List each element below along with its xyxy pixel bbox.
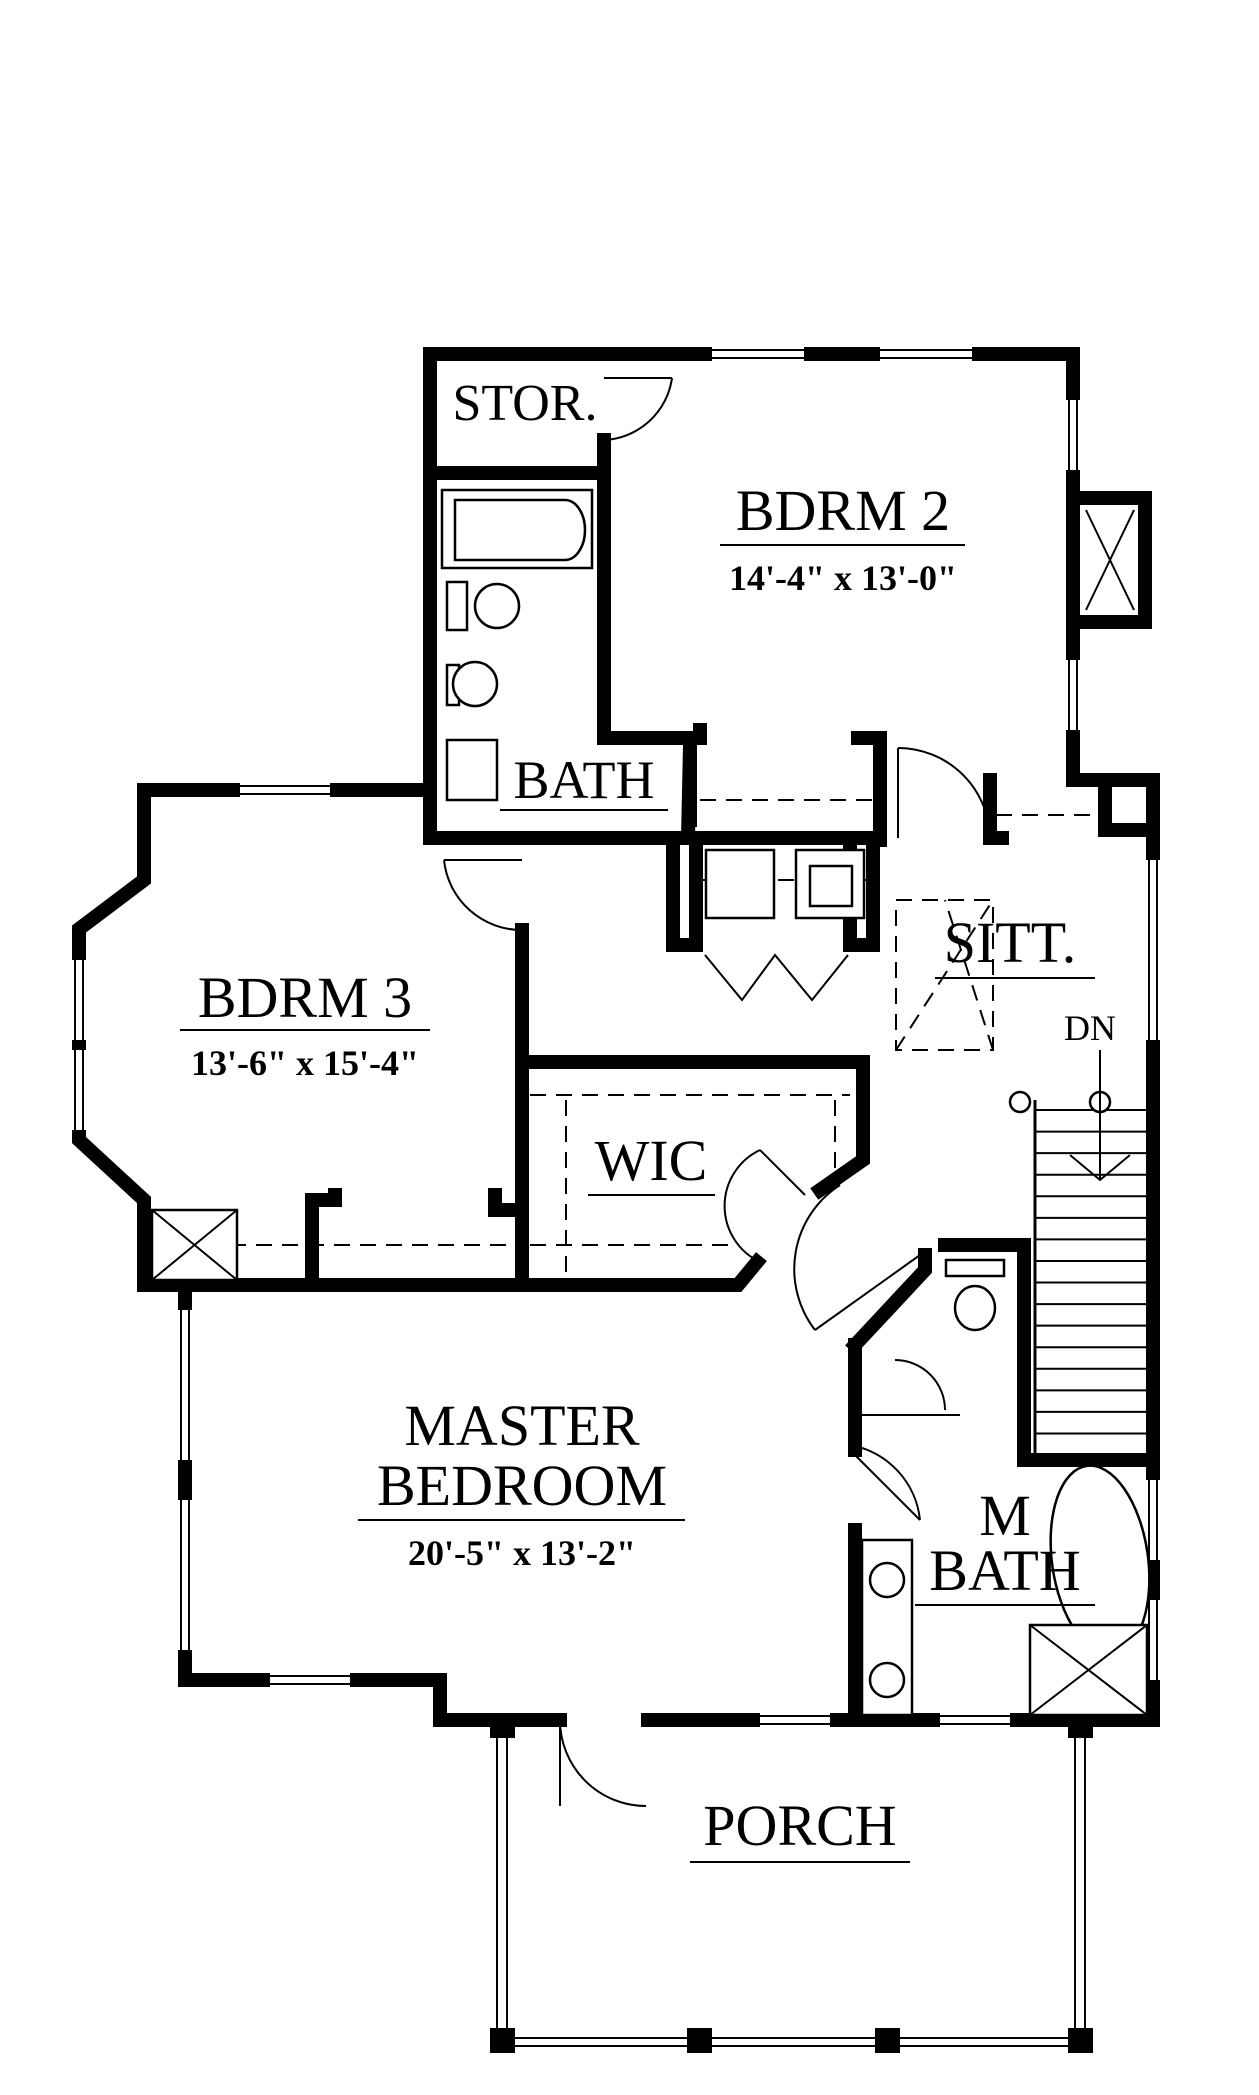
hall-closet-wall	[666, 831, 703, 952]
bdrm2-title: BDRM 2	[736, 478, 950, 543]
room-labels: STOR. BDRM 2 14'-4" x 13'-0" BATH BDRM 3…	[180, 375, 1116, 1863]
mbath-sink-2	[868, 1661, 906, 1699]
bidet-bowl	[451, 660, 499, 708]
bdrm3-closet-right-wall	[488, 1188, 529, 1217]
bdrm2-bath-wall	[597, 433, 707, 745]
mbath-sink-1	[868, 1561, 906, 1599]
mbath-wall	[845, 1248, 932, 1355]
bath-label: BATH	[513, 750, 654, 810]
master-title-line1: MASTER	[404, 1393, 640, 1458]
mbath-title-line1: M	[979, 1483, 1031, 1548]
porch-label: PORCH	[703, 1793, 896, 1858]
walls	[72, 347, 1160, 1727]
washer	[704, 848, 776, 920]
windows	[71, 346, 1161, 1728]
bdrm3-dims: 13'-6" x 15'-4"	[191, 1043, 419, 1083]
dashed-lines	[152, 799, 1105, 1278]
stor-label: STOR.	[453, 375, 598, 432]
sitt-label: SITT.	[944, 910, 1077, 975]
doors	[443, 377, 991, 1807]
sitt-closet-wall	[1098, 773, 1160, 837]
stair	[1008, 1050, 1153, 1456]
master-title-line2: BEDROOM	[377, 1453, 667, 1518]
toilet-tank	[445, 580, 469, 632]
fixtures	[150, 488, 1151, 1717]
sitt-top-wall	[983, 773, 1009, 845]
bdrm2-box-wall	[1066, 491, 1152, 629]
wic-bottom-wall	[515, 1252, 767, 1292]
mbath-top-wall	[938, 1238, 1031, 1467]
bath-vanity	[445, 738, 499, 802]
bdrm3-north-wall	[72, 783, 437, 1292]
mbath-toilet-tank	[944, 1258, 1006, 1278]
toilet-bowl	[473, 582, 521, 630]
bath-door-wall	[680, 744, 697, 846]
bdrm2-south-wall-right	[851, 731, 887, 847]
mbath-toilet-bowl	[953, 1284, 997, 1332]
wic-wall	[515, 1055, 870, 1200]
bath-lower-wall	[423, 783, 667, 845]
master-dims: 20'-5" x 13'-2"	[408, 1533, 636, 1573]
mbath-title-line2: BATH	[929, 1538, 1080, 1603]
bdrm2-dims: 14'-4" x 13'-0"	[729, 558, 957, 598]
wic-label: WIC	[595, 1128, 708, 1193]
bdrm3-closet-wall	[305, 1188, 342, 1292]
bdrm2-exterior-wall	[423, 347, 1080, 787]
porch	[490, 1718, 1093, 2053]
bdrm3-title: BDRM 3	[198, 965, 412, 1030]
dn-label: DN	[1064, 1008, 1116, 1048]
